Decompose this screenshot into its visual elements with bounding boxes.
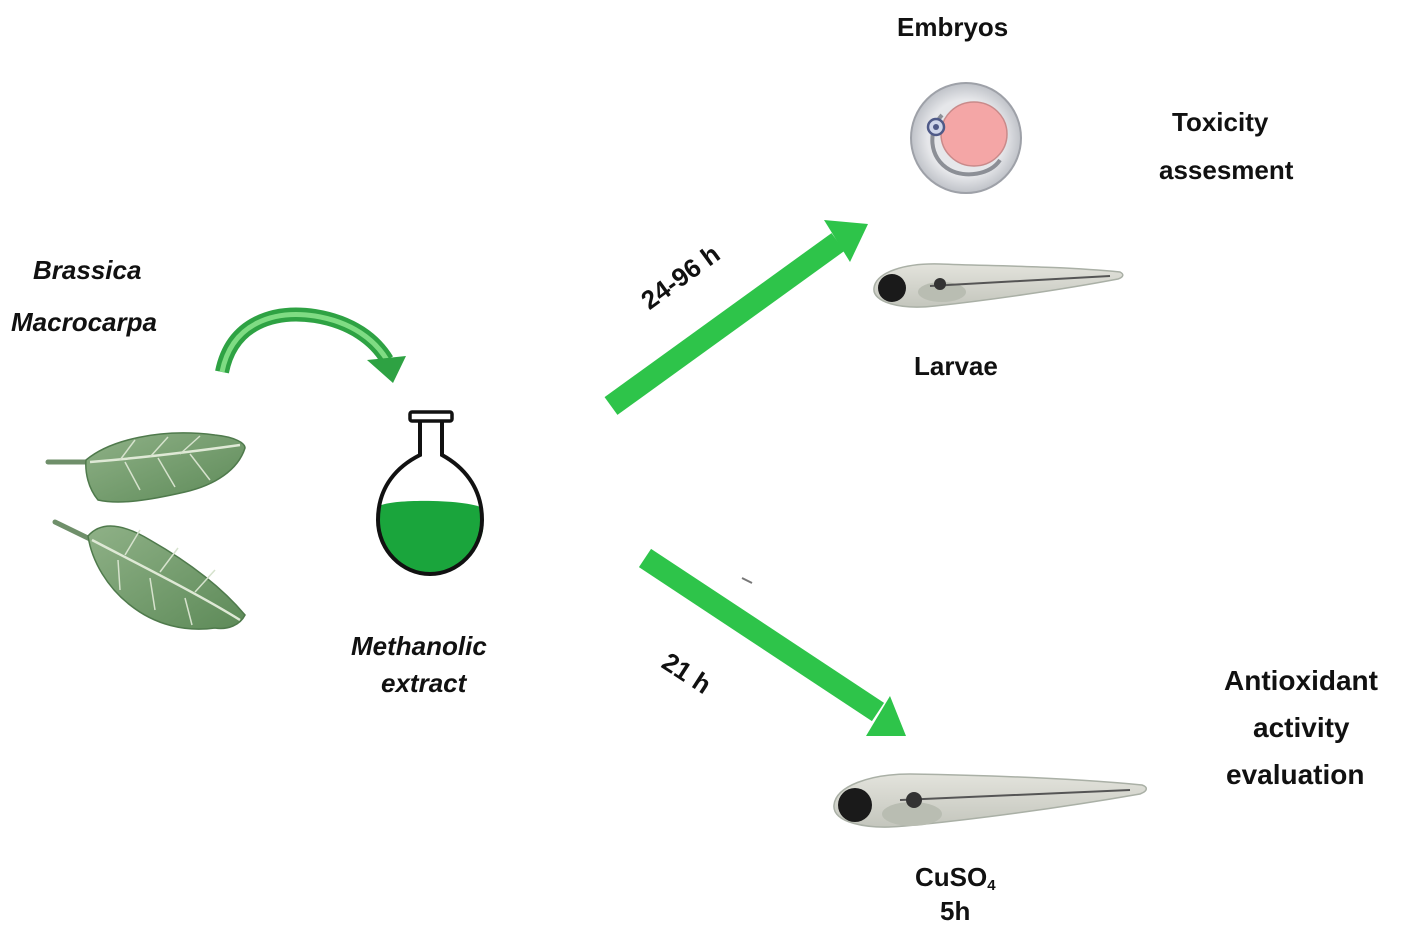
treatment-label: CuSO4	[915, 864, 996, 893]
leaf-top-icon	[45, 432, 246, 503]
embryos-label: Embryos	[897, 12, 1009, 42]
embryo-icon	[910, 82, 1022, 194]
plant-name-line2: Macrocarpa	[11, 307, 157, 337]
toxicity-label-line2: assesment	[1159, 155, 1294, 185]
stray-mark	[741, 577, 753, 584]
flask-icon	[375, 410, 485, 577]
extract-label-line1: Methanolic	[351, 631, 487, 661]
antioxidant-label-line2: activity	[1253, 712, 1350, 743]
treatment-base: CuSO	[915, 862, 988, 892]
extract-label-line2: extract	[381, 668, 467, 698]
antioxidant-label-line1: Antioxidant	[1224, 665, 1378, 696]
toxicity-label-line1: Toxicity	[1172, 107, 1269, 137]
antioxidant-label-line3: evaluation	[1226, 759, 1365, 790]
larva-lower-icon	[833, 773, 1147, 828]
lower-arrow-icon	[638, 548, 906, 736]
larva-upper-icon	[873, 263, 1124, 308]
treatment-time-label: 5h	[940, 896, 971, 926]
upper-arrow-icon	[604, 220, 868, 415]
plant-name-line1: Brassica	[33, 255, 142, 285]
larvae-label: Larvae	[914, 351, 998, 381]
treatment-subscript: 4	[987, 877, 996, 894]
curved-arrow-icon	[215, 307, 406, 383]
leaf-bottom-icon	[52, 519, 246, 630]
